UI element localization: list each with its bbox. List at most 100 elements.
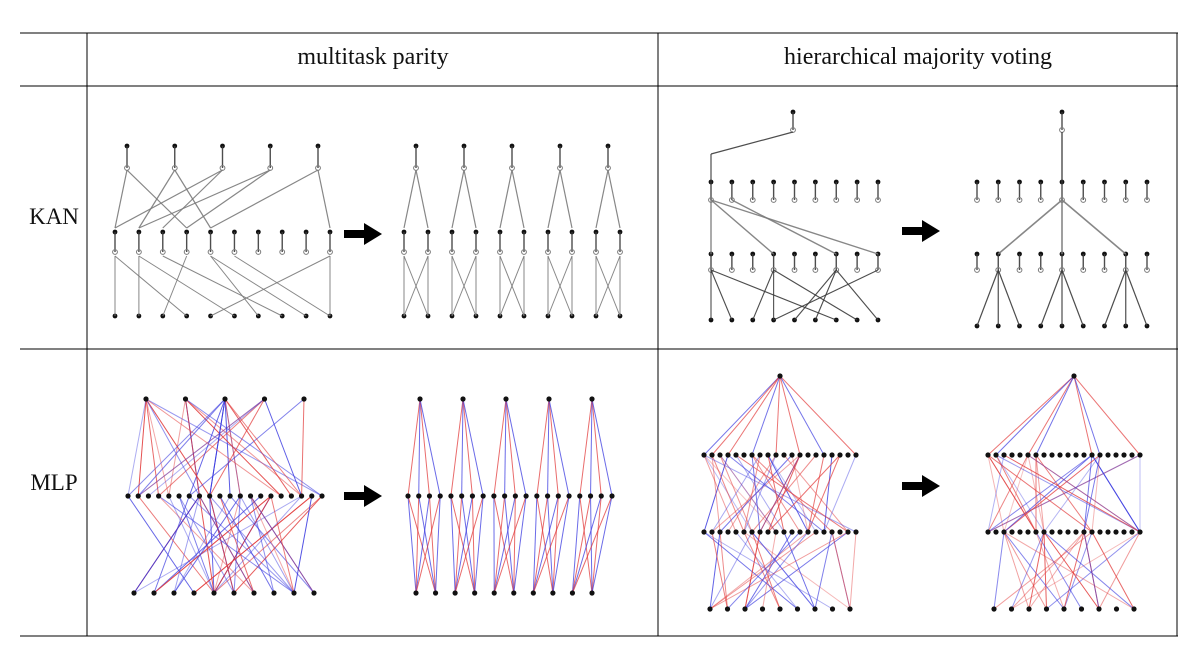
network-node	[717, 452, 723, 458]
network-edge	[711, 454, 761, 533]
activation-node	[473, 249, 479, 255]
network-edge	[995, 454, 1141, 533]
network-edge	[270, 495, 295, 594]
network-node	[268, 493, 274, 499]
network-node	[566, 493, 572, 499]
network-node	[1073, 529, 1079, 535]
network-edge	[493, 495, 506, 594]
activation-node	[327, 249, 333, 255]
network-node	[207, 493, 213, 499]
network-edge	[1083, 454, 1101, 533]
network-node	[512, 493, 518, 499]
row-label-kan: KAN	[29, 204, 79, 229]
network-node	[437, 493, 443, 499]
network-node	[232, 313, 237, 319]
activation-node	[974, 197, 980, 203]
activation-node	[207, 249, 214, 255]
activation-node	[135, 249, 142, 255]
network-edge	[709, 531, 849, 610]
network-edge	[137, 398, 147, 497]
network-node	[258, 493, 264, 499]
network-node	[1097, 529, 1103, 535]
network-node	[1129, 529, 1135, 535]
activation-node	[749, 197, 756, 203]
network-node	[1041, 529, 1047, 535]
network-edge	[450, 495, 456, 594]
activation-node	[593, 249, 599, 255]
activation-node	[791, 267, 798, 273]
activation-node	[545, 249, 551, 255]
network-edge	[138, 169, 176, 229]
network-edge	[133, 495, 200, 594]
network-edge	[711, 375, 781, 456]
network-edge	[1027, 454, 1141, 533]
activation-node	[521, 249, 527, 255]
network-node	[1105, 529, 1111, 535]
network-edge	[162, 255, 188, 317]
network-edge	[1046, 531, 1141, 610]
network-edge	[145, 398, 170, 497]
network-node	[491, 590, 497, 596]
network-edge	[744, 531, 849, 610]
network-node	[821, 529, 827, 535]
network-edge	[188, 495, 295, 594]
network-edge	[209, 398, 265, 497]
network-edge	[407, 495, 437, 594]
activation-node	[833, 197, 840, 203]
network-edge	[835, 269, 879, 321]
network-node	[247, 493, 254, 499]
network-edge	[735, 454, 849, 533]
network-node	[609, 493, 615, 499]
activation-node	[569, 249, 575, 255]
network-edge	[773, 269, 879, 321]
network-edge	[532, 495, 549, 594]
network-node	[1001, 452, 1007, 458]
network-edge	[993, 531, 1093, 610]
network-edge	[493, 398, 507, 497]
network-node	[741, 529, 747, 535]
network-edge	[987, 454, 1141, 533]
network-edge	[591, 398, 602, 497]
network-node	[550, 590, 556, 596]
network-node	[196, 493, 203, 499]
network-node	[805, 452, 811, 458]
network-edge	[138, 169, 271, 229]
network-edge	[1003, 531, 1047, 610]
right-arrow-icon	[344, 492, 366, 500]
network-node	[707, 606, 713, 612]
network-edge	[744, 531, 793, 610]
network-edge	[513, 495, 527, 594]
network-edge	[137, 398, 226, 497]
activation-node	[974, 267, 980, 273]
network-edge	[145, 398, 282, 497]
network-edge	[224, 398, 292, 497]
network-edge	[1027, 454, 1141, 533]
activation-node	[1122, 197, 1129, 203]
network-edge	[1028, 531, 1085, 610]
network-node	[569, 590, 576, 596]
network-node	[145, 493, 152, 499]
network-edge	[462, 398, 473, 497]
network-node	[432, 590, 439, 596]
activation-node	[255, 249, 262, 255]
network-node	[1113, 452, 1119, 458]
network-edge	[775, 375, 781, 456]
activation-node	[1144, 267, 1150, 273]
network-edge	[461, 495, 476, 594]
right-arrow-icon	[922, 220, 940, 242]
network-node	[298, 493, 305, 499]
network-edge	[1063, 531, 1085, 610]
network-edge	[114, 255, 187, 317]
network-node	[1071, 373, 1077, 379]
network-edge	[293, 495, 313, 594]
activation-node	[449, 249, 455, 255]
network-edge	[987, 454, 1141, 533]
activation-node	[728, 267, 735, 273]
network-edge	[450, 495, 476, 594]
network-node	[1057, 529, 1063, 535]
network-edge	[607, 169, 621, 229]
network-node	[765, 529, 771, 535]
network-node	[1041, 452, 1047, 458]
